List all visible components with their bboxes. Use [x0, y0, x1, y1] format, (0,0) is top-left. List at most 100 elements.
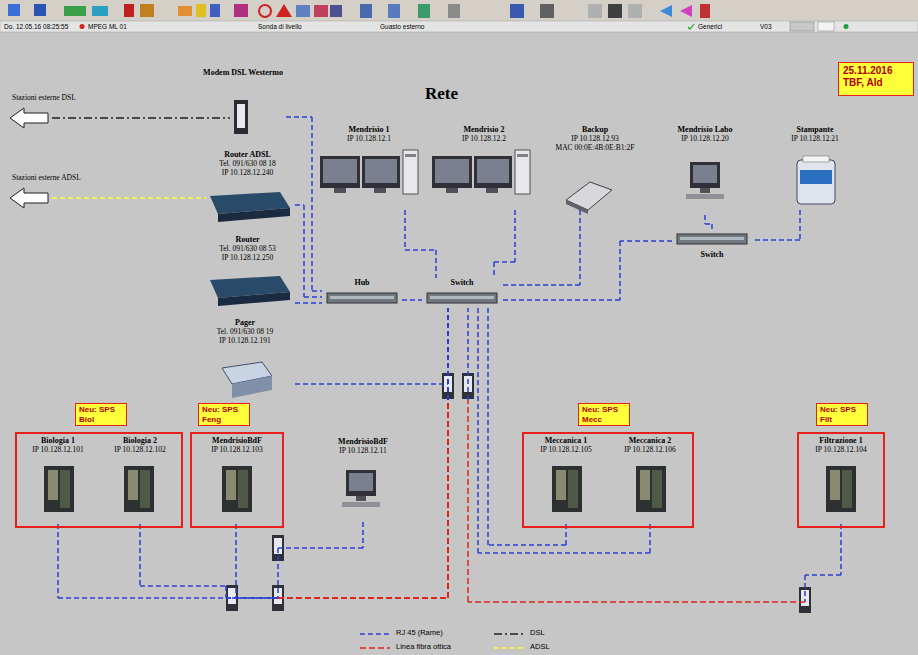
copper-cable — [303, 205, 305, 297]
status-slot — [818, 22, 834, 31]
network-connector — [295, 303, 322, 304]
device-name: MendrisioBdF — [318, 437, 408, 446]
device-address: IP 10.128.12.102 — [101, 446, 179, 455]
copper-cable — [139, 524, 141, 586]
copper-cable — [312, 290, 322, 292]
copper-cable — [404, 210, 406, 250]
copper-cable — [140, 585, 226, 587]
device-node: Biologia 2IP 10.128.12.102 — [101, 436, 179, 524]
device-name: Router ADSL — [200, 150, 295, 159]
device-address: IP 10.128.12.1 — [318, 135, 420, 144]
copper-cable — [579, 210, 581, 285]
fiber-cable — [278, 597, 448, 599]
network-connector — [494, 210, 515, 278]
device-node: MendrisioBdFIP 10.128.12.103 — [196, 436, 278, 524]
copper-cable — [447, 308, 449, 400]
toolbar — [0, 0, 918, 21]
copper-cable — [232, 597, 278, 599]
device-node: Mendrisio LaboIP 10.128.12.20 — [655, 125, 755, 215]
group-tag: Neu: SPS Feng — [198, 403, 250, 426]
legend-text: Linea fibra ottica — [396, 643, 451, 651]
modem-icon — [234, 100, 248, 134]
workstation-icon — [432, 150, 530, 194]
legend-sample — [360, 647, 390, 649]
group-tag: Neu: SPS Filt — [816, 403, 868, 426]
copper-cable — [619, 241, 621, 300]
copper-cable — [295, 204, 304, 206]
legend-sample — [360, 633, 390, 635]
device-name: MendrisioBdF — [196, 436, 278, 445]
device-name: Hub — [322, 278, 402, 287]
fiber-cable — [447, 400, 449, 598]
copper-cable — [447, 308, 449, 400]
status-text: Generici — [698, 23, 722, 30]
device-address: MAC 00:0E:4B:0E:B1:2F — [552, 144, 638, 153]
status-text: Sonda di livello — [258, 23, 302, 30]
legend-sample — [494, 633, 524, 635]
device-name: Switch — [422, 278, 502, 287]
copper-cable — [405, 249, 436, 251]
copper-cable — [236, 597, 278, 599]
copper-cable — [804, 575, 806, 602]
network-connector — [295, 205, 322, 297]
device-address: IP 10.128.12.105 — [526, 446, 606, 455]
network-connector — [502, 210, 580, 285]
copper-cable — [494, 261, 515, 263]
device-node: Modem DSL Westermo — [200, 68, 286, 138]
device-address: IP 10.128.12.240 — [200, 169, 295, 178]
copper-cable — [467, 308, 469, 400]
copper-cable — [295, 302, 322, 304]
copper-cable — [225, 586, 227, 598]
network-connector — [705, 215, 712, 232]
copper-cable — [502, 284, 580, 286]
plc-group-box: Neu: SPS BiolBiologia 1IP 10.128.12.101B… — [15, 432, 183, 528]
copper-cable — [447, 308, 449, 400]
status-slot — [790, 22, 814, 31]
media-converter-icon — [226, 373, 811, 613]
fiber-cable — [447, 400, 449, 598]
fiber-cable — [447, 400, 449, 598]
router-icon — [210, 276, 290, 306]
date-box: 25.11.2016TBF, Ald — [838, 62, 914, 96]
workstation-icon — [320, 150, 418, 194]
copper-cable — [478, 552, 650, 554]
device-node: MendrisioBdFIP 10.128.12.11 — [318, 437, 408, 522]
fiber-cable — [278, 597, 448, 599]
device-address: IP 10.128.12.106 — [610, 446, 690, 455]
printer-icon — [797, 156, 835, 204]
workstation-icon — [342, 470, 380, 507]
legend-text: DSL — [530, 629, 545, 637]
copper-cable — [805, 574, 841, 576]
device-name: Router — [200, 235, 295, 244]
network-connector — [295, 308, 448, 384]
legend-text: RJ 45 (Rame) — [396, 629, 443, 637]
device-address: IP 10.128.12.20 — [655, 135, 755, 144]
device-name: Mendrisio 2 — [430, 125, 538, 134]
network-connector — [140, 308, 448, 598]
device-name: Biologia 2 — [101, 436, 179, 445]
copper-cable — [493, 262, 495, 278]
copper-cable — [277, 548, 279, 598]
station-label: Stazioni esterne ADSL — [12, 174, 81, 182]
plc-cabinet-icon — [44, 466, 856, 512]
status-text: Do. 12.05.16 08:25:55 — [4, 23, 68, 30]
workstation-icon — [686, 162, 724, 199]
status-dot — [80, 24, 85, 29]
device-node: RouterTel. 091/630 08 53IP 10.128.12.250 — [200, 235, 295, 313]
copper-cable — [402, 299, 422, 301]
copper-cable — [304, 296, 322, 298]
external-arrow — [10, 188, 48, 208]
dsl-line — [52, 117, 230, 119]
device-name: Biologia 1 — [19, 436, 97, 445]
copper-cable — [58, 597, 232, 599]
device-name: Mendrisio 1 — [318, 125, 420, 134]
switch-icon — [677, 234, 747, 244]
network-connector — [58, 308, 448, 598]
device-address: IP 10.128.12.104 — [801, 446, 881, 455]
device-node: Mendrisio 1IP 10.128.12.1 — [318, 125, 420, 210]
copper-cable — [235, 524, 237, 598]
device-node: Mendrisio 2IP 10.128.12.2 — [430, 125, 538, 210]
copper-cable — [295, 383, 448, 385]
fiber-cable — [447, 400, 449, 598]
pager-icon — [222, 362, 272, 398]
